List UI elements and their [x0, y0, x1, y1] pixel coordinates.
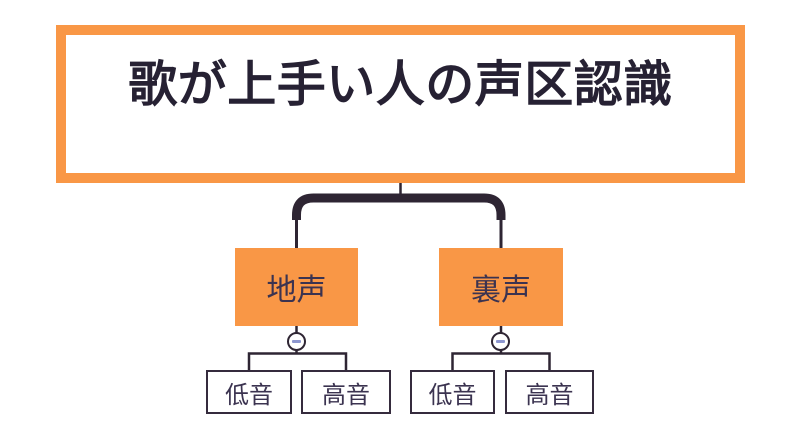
- leaf-node-chest-high[interactable]: 高音: [301, 370, 391, 414]
- branch-node-chest-voice[interactable]: 地声: [235, 248, 358, 326]
- leaf-node-label: 高音: [525, 381, 574, 409]
- minus-icon: [292, 340, 301, 343]
- leaf-node-chest-low[interactable]: 低音: [206, 370, 292, 414]
- leaf-node-label: 低音: [225, 381, 273, 409]
- collapse-button-chest-voice[interactable]: [287, 332, 306, 351]
- root-node[interactable]: 歌が上手い人の声区認識: [56, 25, 745, 183]
- leaf-node-falsetto-low[interactable]: 低音: [410, 370, 495, 414]
- collapse-button-falsetto[interactable]: [491, 332, 510, 351]
- branch-node-label: 裏声: [471, 274, 531, 307]
- root-node-label: 歌が上手い人の声区認識: [128, 58, 673, 112]
- leaf-node-label: 低音: [428, 381, 477, 409]
- branch-node-falsetto[interactable]: 裏声: [439, 248, 563, 326]
- minus-icon: [496, 340, 505, 343]
- leaf-node-label: 高音: [322, 381, 370, 409]
- leaf-node-falsetto-high[interactable]: 高音: [505, 370, 594, 414]
- branch-node-label: 地声: [266, 274, 327, 307]
